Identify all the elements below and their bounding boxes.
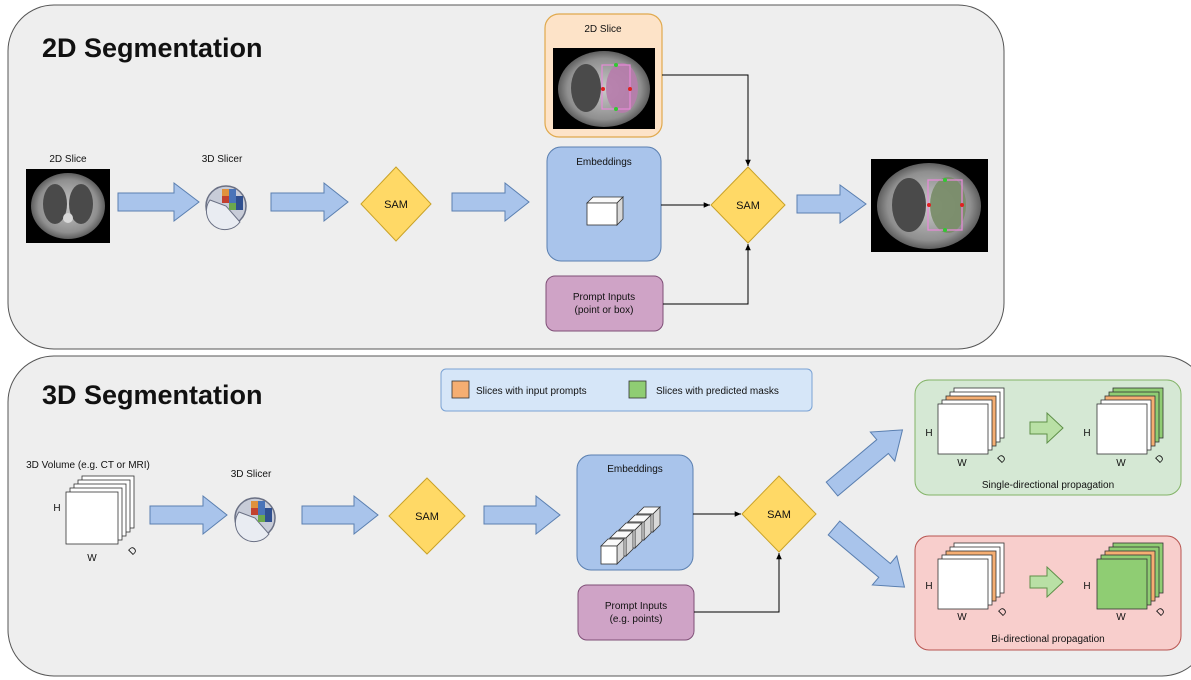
embeddings-3d-label: Embeddings [607,464,663,475]
sam-decoder-label: SAM [736,200,760,212]
sam-decoder-node [710,166,786,244]
single-propagation-label: Single-directional propagation [982,480,1114,491]
connector-slice-to-sam [662,74,751,166]
single-input-stack [937,387,1005,455]
sam-encoder-3d-node [388,477,466,555]
single-output-axis-h: H [1083,428,1090,439]
prompt-inputs-2d-line1: Prompt Inputs [573,292,635,303]
bi-propagation-arrow [1029,565,1064,599]
embedding-cube-icon [586,196,624,226]
connector-prompt-3d-to-sam [694,553,782,613]
flow-arrow-4 [796,184,867,224]
legend-input-label: Slices with input prompts [476,386,587,397]
slicer-2d-label: 3D Slicer [202,154,243,165]
panel-2d-segmentation: 2D Segmentation 2D Slice 3D Slicer [7,4,1005,350]
single-propagation-arrow [1029,411,1064,445]
legend-predicted-label: Slices with predicted masks [656,386,779,397]
volume-label: 3D Volume (e.g. CT or MRI) [26,460,150,471]
volume-axis-h: H [53,503,60,514]
sam-encoder-node [360,166,432,242]
prompt-inputs-3d-box [577,584,695,641]
slicer-3d-label: 3D Slicer [231,469,272,480]
embedding-cubes-icon [600,506,661,565]
flow-arrow-3 [451,181,530,223]
sam-encoder-3d-label: SAM [415,511,439,523]
panel-2d-background [7,4,1005,350]
input-ct-slice-image [26,169,110,243]
flow-arrow-3d-3 [483,494,561,536]
flow-arrow-3d-1 [149,494,228,536]
panel-2d-title: 2D Segmentation [42,33,263,63]
prompt-inputs-2d-line2: (point or box) [575,305,634,316]
single-input-axis-w: W [957,458,967,469]
bi-propagation-label: Bi-directional propagation [991,634,1104,645]
bi-output-axis-h: H [1083,581,1090,592]
flow-arrow-3d-2 [301,494,379,536]
prompt-inputs-2d-box [545,275,664,332]
flow-arrow-2 [270,181,349,223]
sam-decoder-3d-node [741,475,817,553]
prompt-slice-image [553,48,655,129]
flow-arrow-to-single [825,429,904,497]
single-output-stack [1096,387,1164,455]
output-mask-slice-image [871,159,988,252]
flow-arrow-to-bi [827,520,906,588]
flow-arrow-1 [117,181,200,223]
bi-output-stack [1096,542,1164,610]
prompt-inputs-3d-line1: Prompt Inputs [605,601,667,612]
volume-stack-icon [65,475,135,545]
panel-3d-title: 3D Segmentation [42,380,263,410]
panel-3d-segmentation: 3D Segmentation Slices with input prompt… [7,355,1191,677]
legend-box [440,368,813,412]
single-output-axis-w: W [1116,458,1126,469]
sam-decoder-3d-label: SAM [767,509,791,521]
slicer-2d-icon [205,185,247,231]
bi-output-axis-w: W [1116,612,1126,623]
sam-encoder-label: SAM [384,199,408,211]
volume-axis-w: W [87,553,97,564]
prompt-slice-card-title: 2D Slice [584,24,622,35]
connector-prompt-to-sam [663,244,751,305]
bi-input-axis-w: W [957,612,967,623]
slicer-3d-icon [234,497,276,543]
bi-input-axis-h: H [925,581,932,592]
prompt-inputs-3d-line2: (e.g. points) [610,614,663,625]
input-2d-slice-label: 2D Slice [49,154,87,165]
legend-input-swatch [451,380,470,399]
embeddings-2d-label: Embeddings [576,157,632,168]
bi-input-stack [937,542,1005,610]
legend-predicted-swatch [628,380,647,399]
single-input-axis-h: H [925,428,932,439]
